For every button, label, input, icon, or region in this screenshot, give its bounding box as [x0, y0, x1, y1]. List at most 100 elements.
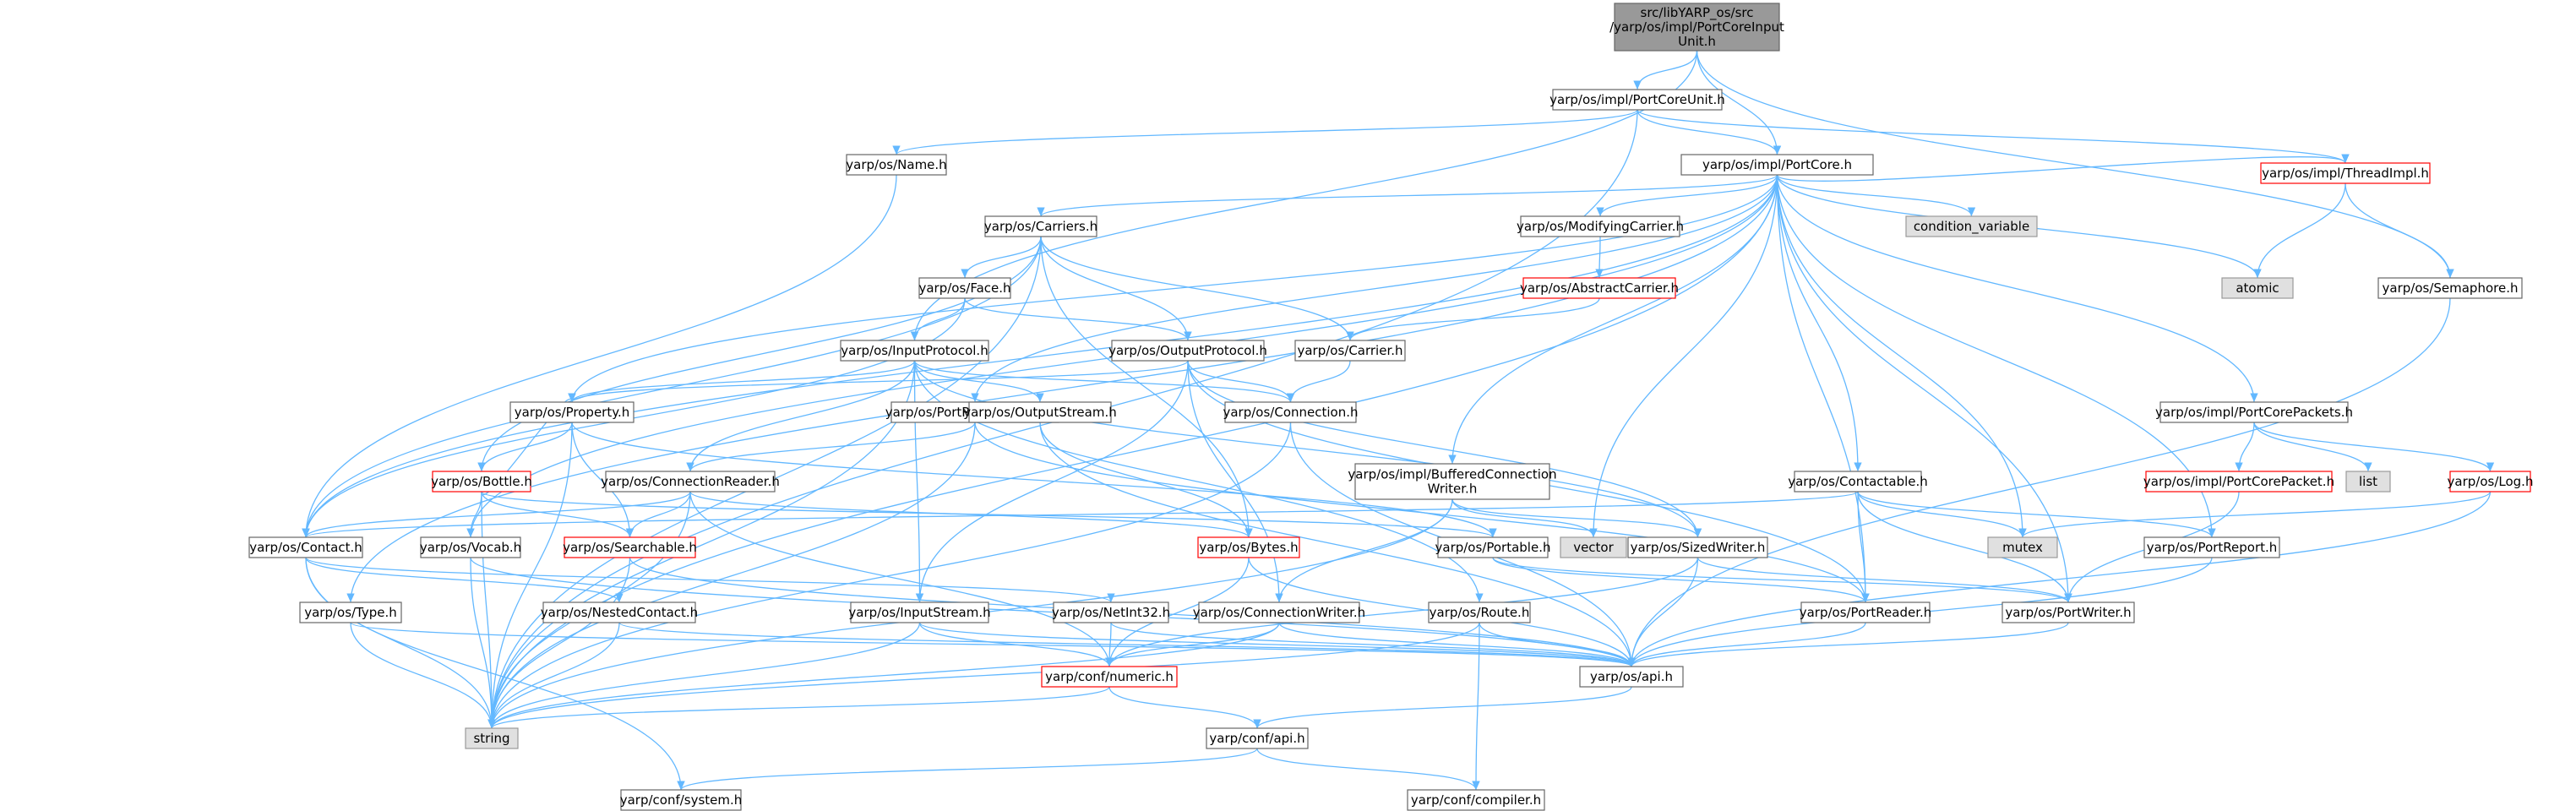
node-label: yarp/os/OutputProtocol.h: [1108, 343, 1267, 358]
dependency-edge: [1627, 297, 2451, 667]
node-label: Unit.h: [1678, 34, 1716, 49]
graph-node-property[interactable]: yarp/os/Property.h: [509, 401, 634, 423]
dependency-edge: [1286, 360, 1351, 403]
graph-node-bottle[interactable]: yarp/os/Bottle.h: [431, 471, 532, 493]
graph-node-threadimpl[interactable]: yarp/os/impl/ThreadImpl.h: [2260, 162, 2431, 184]
graph-node-outputprotocol[interactable]: yarp/os/OutputProtocol.h: [1108, 340, 1267, 362]
graph-node-vocab[interactable]: yarp/os/Vocab.h: [420, 536, 521, 558]
dependency-edge: [1256, 748, 1480, 791]
dependency-edge: [481, 393, 576, 495]
node-label: yarp/os/PortReport.h: [2147, 540, 2278, 555]
graph-node-abstractcarrier[interactable]: yarp/os/AbstractCarrier.h: [1520, 277, 1679, 299]
graph-node-portwriter[interactable]: yarp/os/PortWriter.h: [2001, 601, 2135, 623]
graph-node-contact[interactable]: yarp/os/Contact.h: [248, 536, 363, 558]
node-label: yarp/os/NetInt32.h: [1052, 605, 1170, 620]
node-box: [1053, 601, 1169, 623]
graph-node-portcorepackets[interactable]: yarp/os/impl/PortCorePackets.h: [2155, 401, 2353, 423]
node-label: yarp/os/impl/PortCorePackets.h: [2155, 405, 2353, 420]
node-label: list: [2359, 474, 2377, 489]
dependency-edge: [1108, 686, 1261, 729]
graph-node-portable[interactable]: yarp/os/Portable.h: [1435, 536, 1551, 558]
dependency-edge: [2018, 491, 2492, 538]
dependency-edge: [964, 297, 1192, 341]
graph-node-outputstream[interactable]: yarp/os/OutputStream.h: [963, 401, 1117, 423]
graph-node-numeric[interactable]: yarp/conf/numeric.h: [1041, 666, 1178, 688]
graph-node-api[interactable]: yarp/os/api.h: [1579, 666, 1684, 688]
node-box: [1552, 89, 1723, 111]
graph-node-string: string: [465, 727, 519, 749]
node-box: [1197, 536, 1300, 558]
graph-node-sizedwriter[interactable]: yarp/os/SizedWriter.h: [1627, 536, 1768, 558]
node-box: [1905, 215, 2038, 237]
node-label: yarp/conf/compiler.h: [1411, 792, 1541, 808]
dependency-edge: [1776, 174, 2027, 538]
dependency-edge: [1627, 557, 1699, 667]
graph-node-carrier[interactable]: yarp/os/Carrier.h: [1294, 340, 1406, 362]
node-layer: src/libYARP_os/src/yarp/os/impl/PortCore…: [248, 3, 2534, 811]
dependency-edge: [1776, 174, 1870, 603]
node-label: yarp/os/Route.h: [1430, 605, 1530, 620]
dependency-edge: [1776, 174, 2216, 538]
dependency-edge: [910, 297, 966, 341]
graph-node-semaphore[interactable]: yarp/os/Semaphore.h: [2377, 277, 2523, 299]
graph-node-face[interactable]: yarp/os/Face.h: [918, 277, 1011, 299]
graph-node-condvar: condition_variable: [1905, 215, 2038, 237]
node-box: [1627, 536, 1768, 558]
node-label: yarp/os/AbstractCarrier.h: [1520, 280, 1679, 296]
dependency-edge: [1278, 622, 1636, 667]
node-box: [420, 536, 521, 558]
dependency-edge: [2253, 422, 2495, 472]
graph-node-portcoreunit[interactable]: yarp/os/impl/PortCoreUnit.h: [1549, 89, 1725, 111]
graph-node-route[interactable]: yarp/os/Route.h: [1428, 601, 1531, 623]
graph-node-contactable[interactable]: yarp/os/Contactable.h: [1788, 471, 1928, 493]
dependency-edge: [1857, 491, 2216, 538]
graph-node-log[interactable]: yarp/os/Log.h: [2448, 471, 2534, 493]
dependency-edge: [2235, 422, 2255, 472]
graph-node-confapi[interactable]: yarp/conf/api.h: [1206, 727, 1309, 749]
graph-node-modifyingcarrier[interactable]: yarp/os/ModifyingCarrier.h: [1517, 215, 1684, 237]
graph-node-name[interactable]: yarp/os/Name.h: [846, 154, 947, 176]
graph-node-portcorepacket[interactable]: yarp/os/impl/PortCorePacket.h: [2143, 471, 2334, 493]
dependency-edge: [1479, 622, 1636, 667]
graph-node-nestedcontact[interactable]: yarp/os/NestedContact.h: [541, 601, 698, 623]
dependency-edge: [487, 622, 1280, 729]
node-label: yarp/conf/numeric.h: [1045, 669, 1174, 684]
graph-node-searchable[interactable]: yarp/os/Searchable.h: [563, 536, 697, 558]
node-label: yarp/os/NestedContact.h: [541, 605, 698, 620]
graph-node-bytes[interactable]: yarp/os/Bytes.h: [1197, 536, 1300, 558]
graph-node-connectionwriter[interactable]: yarp/os/ConnectionWriter.h: [1193, 601, 1365, 623]
node-box: [1111, 340, 1265, 362]
graph-node-portreader[interactable]: yarp/os/PortReader.h: [1800, 601, 1932, 623]
graph-node-inputstream[interactable]: yarp/os/InputStream.h: [848, 601, 991, 623]
node-box: [299, 601, 402, 623]
graph-node-netint32[interactable]: yarp/os/NetInt32.h: [1052, 601, 1170, 623]
node-label: mutex: [2002, 540, 2043, 555]
dependency-edge: [302, 297, 966, 538]
dependency-edge: [689, 491, 1253, 538]
graph-node-connection[interactable]: yarp/os/Connection.h: [1223, 401, 1359, 423]
graph-node-compiler[interactable]: yarp/conf/compiler.h: [1407, 789, 1545, 811]
dependency-edge: [686, 422, 976, 472]
graph-node-system[interactable]: yarp/conf/system.h: [620, 789, 743, 811]
dependency-edge: [350, 622, 496, 729]
dependency-edge: [1346, 297, 1600, 341]
dependency-edge: [625, 491, 691, 538]
node-label: yarp/os/Name.h: [846, 157, 946, 172]
graph-node-type[interactable]: yarp/os/Type.h: [299, 601, 402, 623]
dependency-edge: [1105, 557, 1250, 667]
graph-node-portcore[interactable]: yarp/os/impl/PortCore.h: [1680, 154, 1874, 176]
graph-node-inputprotocol[interactable]: yarp/os/InputProtocol.h: [840, 340, 989, 362]
dependency-edge: [1627, 622, 1866, 667]
node-box: [2345, 471, 2391, 493]
dependency-edge: [487, 622, 620, 729]
dependency-edge: [1451, 498, 1598, 538]
graph-node-portreport[interactable]: yarp/os/PortReport.h: [2143, 536, 2280, 558]
node-label: yarp/os/Carriers.h: [984, 219, 1097, 234]
graph-node-carriers[interactable]: yarp/os/Carriers.h: [984, 215, 1097, 237]
graph-node-connectionreader[interactable]: yarp/os/ConnectionReader.h: [601, 471, 780, 493]
node-label: yarp/os/impl/PortCorePacket.h: [2143, 474, 2334, 489]
node-box: [2159, 401, 2349, 423]
node-box: [2143, 536, 2280, 558]
node-label: yarp/os/Vocab.h: [420, 540, 521, 555]
